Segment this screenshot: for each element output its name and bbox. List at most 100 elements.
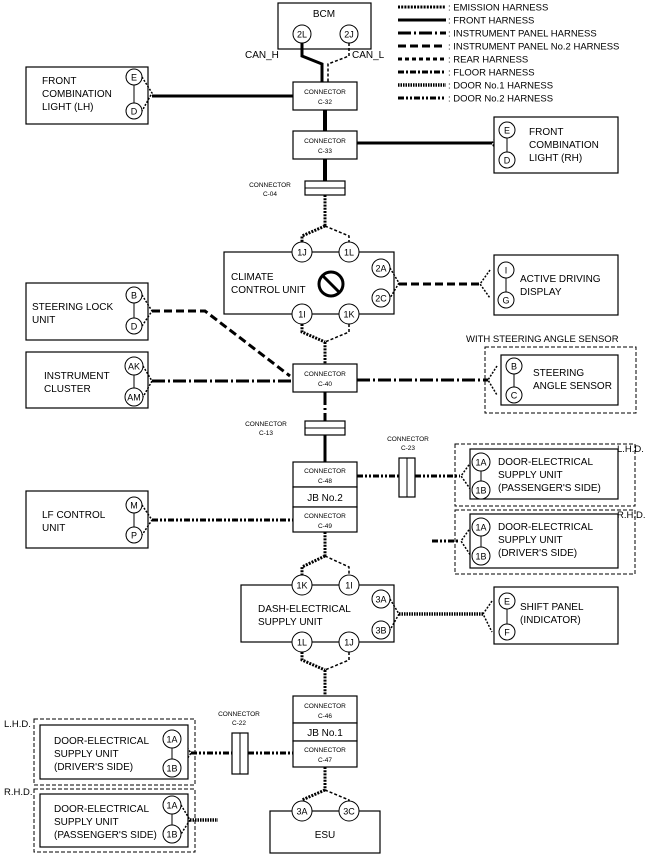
connector-c13 [304,420,346,436]
climate-pin-1l-label: 1L [344,248,354,258]
dash-pin-3b-label: 3B [375,626,386,636]
connector-c32-line1: CONNECTOR [304,89,346,96]
esu-pin-3a-label: 3A [296,807,307,817]
add-line2: DISPLAY [520,287,562,298]
esu-title: ESU [315,830,336,841]
bcm-module: BCM 2L 2J [277,2,372,50]
fcl-rh-line3: LIGHT (RH) [529,153,582,164]
esu-pin-3c-label: 3C [343,807,355,817]
steering-lock-pin-b-label: B [131,291,137,301]
dash-pin-1j-label: 1J [344,638,354,648]
connector-c46 [292,695,358,724]
sas-header: WITH STEERING ANGLE SENSOR [466,334,619,345]
climate-line2: CONTROL UNIT [231,285,306,296]
sas-pin-b [505,357,523,375]
door-pass-rhd-pin-1b [162,824,182,844]
climate-pin-2c-label: 2C [375,294,387,304]
connector-c47-line2: C-47 [318,757,332,764]
legend-instrument-panel-2: : INSTRUMENT PANEL No.2 HARNESS [448,42,619,53]
door-pass-lhd-frame [454,443,636,507]
connector-c48-line1: CONNECTOR [304,468,346,475]
connector-c22 [231,732,249,775]
climate-control-unit: CLIMATE CONTROL UNIT 1J 1L 1I 1K 2A 2C [223,241,395,325]
lf-control-unit: LF CONTROL UNIT M P [25,490,149,549]
sas-line2: ANGLE SENSOR [533,381,612,392]
legend-floor: : FLOOR HARNESS [448,68,535,79]
climate-box [223,251,395,315]
connector-c13-line1: CONNECTOR [245,421,287,428]
dash-pin-1k [291,574,313,596]
jb1-label: JB No.1 [307,728,343,739]
connector-c49-line1: CONNECTOR [304,513,346,520]
wire-c04-climate-1l [324,225,350,244]
fcl-rh-pin-e [498,121,516,139]
connector-c23-line2: C-23 [401,445,415,452]
wire-steering-lock [152,309,291,378]
lhd-label-bottom: L.H.D. [4,719,31,730]
fcl-rh-pin-d [498,151,516,169]
door-drv-lhd-pin-1a-label: 1A [166,735,177,745]
door-pass-rhd-line1: DOOR-ELECTRICAL [54,804,149,815]
legend-emission: : EMISSION HARNESS [448,3,548,14]
dash-pin-1k-label: 1K [296,581,307,591]
climate-pin-1j [291,241,313,263]
shift-panel: SHIFT PANEL (INDICATOR) E F [493,586,619,645]
steering-angle-sensor: STEERING ANGLE SENSOR B C [500,354,619,406]
sas-line1: STEERING [533,368,584,379]
door-pass-lhd-line3: (PASSENGER'S SIDE) [498,483,601,494]
door-drv-lhd-pin-1a [162,729,182,749]
legend-instrument-panel: : INSTRUMENT PANEL HARNESS [448,29,597,40]
connector-c47 [292,740,358,768]
connector-c32 [292,81,358,111]
door-pass-rhd-line2: SUPPLY UNIT [54,817,119,828]
prohibited-icon-bar [320,273,342,295]
wire-door-pass-lhd-split [460,461,472,491]
shift-pin-f-label: F [504,628,510,638]
steering-lock-line1: STEERING LOCK [32,302,113,313]
fcl-rh-pin-e-label: E [504,126,510,136]
door-pass-lhd-pin-1a [471,452,491,472]
wire-fcl-lh-split [141,76,153,112]
wire-climate-add-split [389,267,400,299]
add-pin-g [497,291,515,309]
door-drv-lhd-line2: SUPPLY UNIT [54,749,119,760]
connector-c33 [292,130,358,160]
can-l-label: CAN_L [352,50,385,61]
wire-bcm-can-h [300,43,324,82]
wire-c49-dash-1i [324,555,350,575]
dash-line1: DASH-ELECTRICAL [258,604,351,615]
add-box [493,254,619,316]
esu-box [269,810,381,854]
connector-c13-line2: C-13 [259,430,273,437]
door-pass-lhd-pin-1b-label: 1B [475,486,486,496]
connector-c46-line2: C-46 [318,713,332,720]
climate-line1: CLIMATE [231,272,274,283]
dash-pin-3a-label: 3A [375,595,386,605]
steering-lock-pin-d-label: D [131,322,138,332]
door-drv-rhd-box [469,513,619,569]
wire-dash-1j [324,652,350,671]
dash-pin-1i-label: 1I [345,581,353,591]
rhd-label-top: R.H.D. [617,510,646,521]
dash-electrical-supply-unit: DASH-ELECTRICAL SUPPLY UNIT 1K 1I 1L 1J … [240,574,395,653]
door-drv-lhd-frame [33,718,196,786]
front-combination-light-lh: FRONT COMBINATION LIGHT (LH) E D [25,66,149,125]
jb2-label: JB No.2 [307,493,343,504]
dash-pin-1l-label: 1L [297,638,307,648]
fcl-lh-pin-d-label: D [131,107,138,117]
wire-c04-climate-1j [300,224,326,244]
door-pass-lhd-line1: DOOR-ELECTRICAL [498,457,593,468]
lf-pin-m-label: M [130,501,138,511]
esu-module: ESU 3A 3C [269,800,381,854]
door-drv-lhd-pin-1b-label: 1B [166,764,177,774]
cluster-line1: INSTRUMENT [44,371,110,382]
rhd-label-bottom: R.H.D. [4,787,33,798]
climate-pin-1i-label: 1I [298,310,306,320]
wire-climate-1k [324,324,350,343]
wire-shift-split [482,600,493,633]
door-drv-rhd-pin-1a-label: 1A [475,523,486,533]
door-drv-rhd-line1: DOOR-ELECTRICAL [498,522,593,533]
sas-pin-c-label: C [511,391,518,401]
door-drv-rhd-line2: SUPPLY UNIT [498,535,563,546]
door-drv-rhd-pin-1a [471,517,491,537]
